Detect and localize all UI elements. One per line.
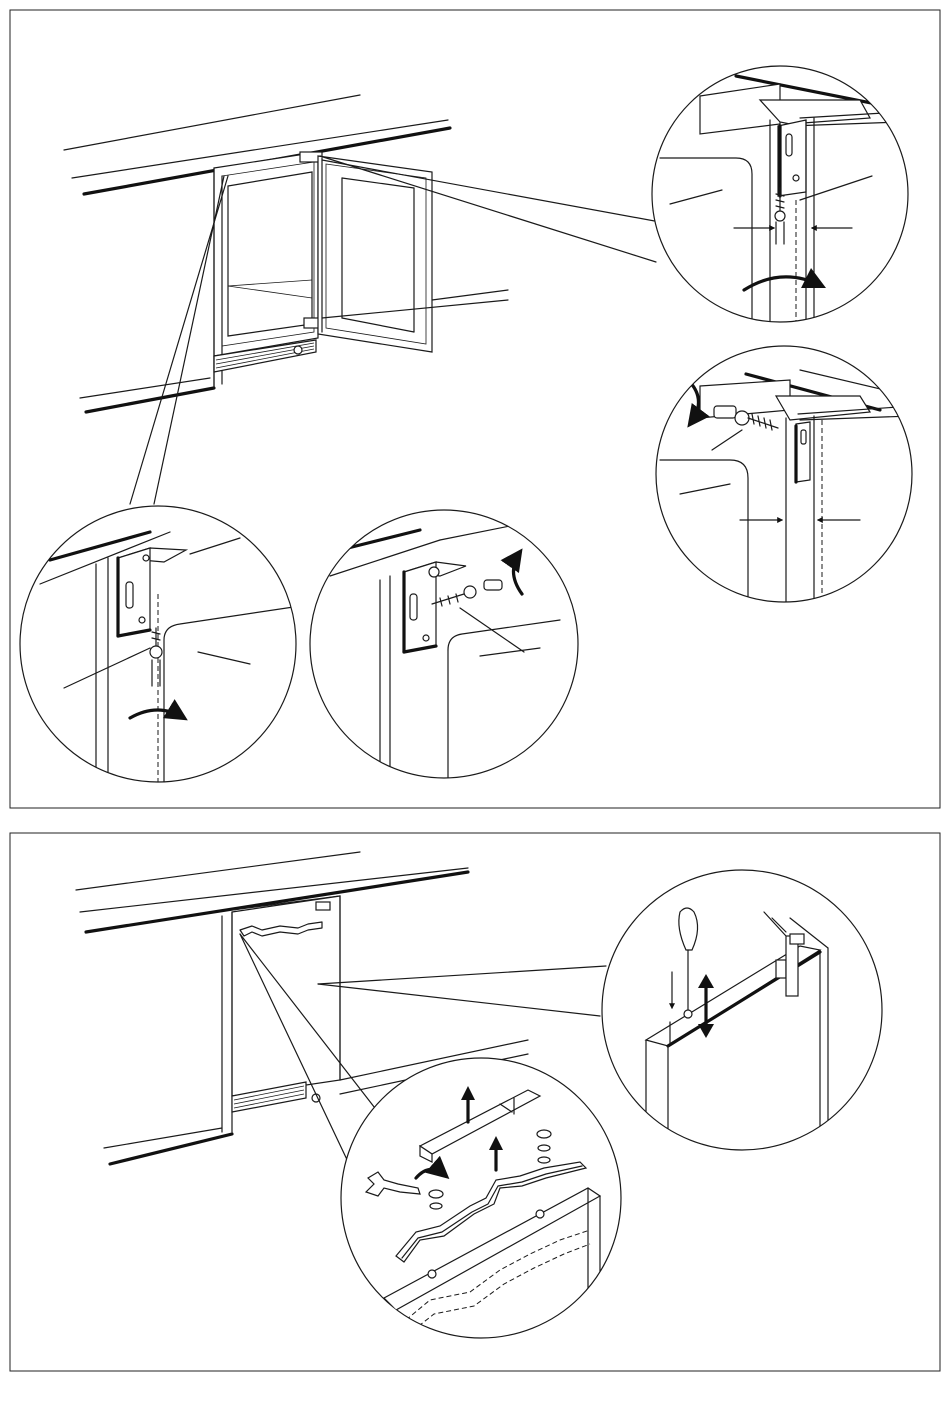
detail-bracket-disassembly [341,1058,621,1360]
detail-top-hinge-adjust [652,66,908,330]
panel-bottom [10,833,940,1371]
detail-bracket-screw-rotate [310,510,578,780]
integrated-door [222,896,340,1132]
panel-top [10,10,940,808]
detail-hinge-screw-side [656,346,912,610]
detail-screwdriver-adjust [602,870,882,1160]
detail-bracket-screw [20,506,300,790]
appliance-body [214,152,322,388]
